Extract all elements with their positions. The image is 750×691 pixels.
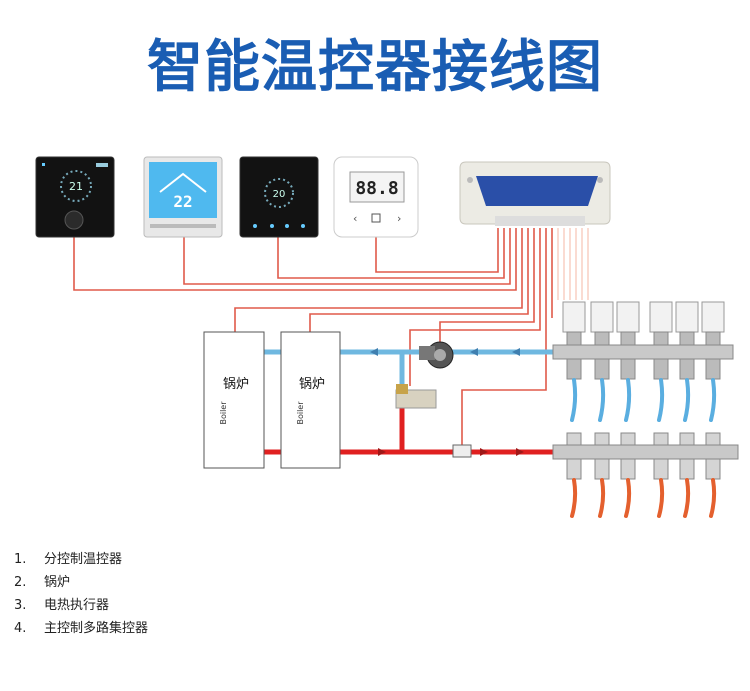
legend-item-text: 锅炉 xyxy=(44,575,71,590)
boiler-2: 锅炉 Boiler xyxy=(280,331,341,469)
central-controller xyxy=(459,161,611,226)
chevron-left-icon: ‹ xyxy=(353,212,357,225)
legend-item: 4. 主控制多路集控器 xyxy=(14,617,148,640)
boiler-1-english-label: Boiler xyxy=(219,401,228,425)
legend-item: 1. 分控制温控器 xyxy=(14,548,148,571)
wire-valve xyxy=(409,228,541,386)
legend-item-number: 2. xyxy=(14,575,27,590)
wire-boiler-1 xyxy=(234,228,523,332)
actuators xyxy=(562,301,725,333)
boiler-1: 锅炉 Boiler xyxy=(203,331,265,469)
supply-loop-pipes xyxy=(570,478,717,518)
mixing-valve xyxy=(395,384,437,409)
legend-item-text: 分控制温控器 xyxy=(44,552,123,567)
boiler-1-label: 锅炉 xyxy=(223,376,249,392)
house-icon xyxy=(159,172,207,193)
legend-item-number: 1. xyxy=(14,552,27,567)
wire-pump xyxy=(439,228,535,342)
legend-item-text: 电热执行器 xyxy=(44,598,110,613)
svg-text:20: 20 xyxy=(273,189,286,200)
knob-icon xyxy=(64,210,84,230)
control-wires xyxy=(73,228,553,445)
lcd-readout: 88.8 xyxy=(355,178,398,199)
thermostat-1: 21 xyxy=(35,156,115,238)
supply-flow-arrows xyxy=(378,448,524,456)
svg-text:21: 21 xyxy=(69,180,83,193)
chevron-right-icon: › xyxy=(397,212,401,225)
wire-sensor xyxy=(461,228,547,445)
legend-item-number: 4. xyxy=(14,621,27,636)
legend-item-text: 主控制多路集控器 xyxy=(44,621,149,636)
legend-list: 1. 分控制温控器 2. 锅炉 3. 电热执行器 4. 主控制多路集控器 xyxy=(14,548,148,640)
square-button-icon xyxy=(371,213,381,223)
legend-item-number: 3. xyxy=(14,598,27,613)
legend-item: 2. 锅炉 xyxy=(14,571,148,594)
circulation-pump xyxy=(419,341,454,369)
thermostat-4: 88.8 ‹ › xyxy=(333,156,419,238)
temperature-readout: 22 xyxy=(173,192,192,211)
return-loop-pipes xyxy=(570,378,717,422)
return-manifold xyxy=(552,301,734,422)
page-title: 智能温控器接线图 xyxy=(147,35,603,100)
supply-manifold xyxy=(552,432,739,518)
wire-thermostat-4 xyxy=(375,228,499,273)
legend-item: 3. 电热执行器 xyxy=(14,594,148,617)
thermostat-3: 20 xyxy=(239,156,319,238)
wire-thermostat-2 xyxy=(183,228,511,285)
boiler-2-english-label: Boiler xyxy=(296,401,305,425)
boiler-2-label: 锅炉 xyxy=(299,376,325,392)
return-flow-arrows xyxy=(370,348,520,356)
flow-sensor xyxy=(452,444,472,458)
actuator-wires xyxy=(557,228,589,300)
wire-boiler-2 xyxy=(309,228,529,332)
wire-thermostat-3 xyxy=(277,228,505,279)
thermostat-2: 22 xyxy=(143,156,223,238)
wire-thermostat-1 xyxy=(73,228,517,291)
